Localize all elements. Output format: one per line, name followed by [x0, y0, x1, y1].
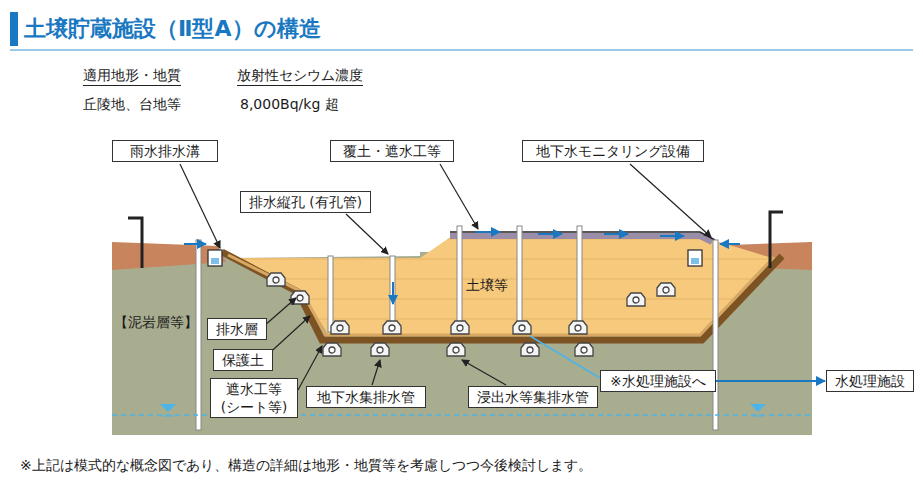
rain-ditch — [208, 250, 222, 266]
callout-text: 排水縦孔 (有孔管) — [247, 193, 364, 211]
connector-arrow — [716, 380, 825, 382]
monitoring-well — [713, 240, 718, 430]
leader-line — [530, 336, 600, 378]
topsoil — [112, 242, 226, 270]
fence-post — [128, 218, 142, 268]
title-rule — [10, 49, 913, 51]
callout-text: 遮水工等 (シート等) — [217, 380, 291, 416]
caption: ※上記は模式的な概念図であり、構造の詳細は地形・地質等を考慮しつつ今後検討します… — [20, 456, 592, 474]
callout-box: 浸出水等集排水管 — [468, 386, 598, 408]
callout-box: 水処理施設 — [826, 370, 914, 392]
collection-drains — [267, 273, 675, 356]
title: 土壌貯蔵施設（Ⅱ型A）の構造 — [24, 13, 321, 45]
callout-text: 地下水モニタリング設備 — [529, 142, 697, 160]
callout-text: 排水層 — [214, 320, 260, 338]
callout-text: 水処理施設 — [833, 372, 907, 390]
callout-box: 地下水集排水管 — [306, 386, 426, 408]
leader-lines — [180, 164, 711, 390]
callout-box: ※水処理施設へ — [600, 370, 716, 392]
plain-label: 【泥岩層等】 — [114, 313, 198, 331]
callout-box: 保護土 — [213, 349, 273, 371]
callout-text: 雨水排水溝 — [119, 142, 211, 160]
callout-box: 遮水工等 (シート等) — [210, 378, 298, 418]
callout-box: 排水縦孔 (有孔管) — [240, 191, 371, 213]
callout-box: 覆土・遮水工等 — [330, 140, 454, 162]
plain-label: 放射性セシウム濃度 — [237, 66, 363, 86]
callout-box: 雨水排水溝 — [112, 140, 218, 162]
callout-box: 地下水モニタリング設備 — [522, 140, 704, 162]
fence-post — [770, 212, 783, 268]
plain-label: 土壌等 — [466, 276, 508, 294]
rain-ditch — [688, 250, 702, 266]
callout-box: 排水層 — [207, 318, 267, 340]
callout-text: 地下水集排水管 — [313, 388, 419, 406]
callout-text: 浸出水等集排水管 — [475, 388, 591, 406]
callout-text: 保護土 — [220, 351, 266, 369]
title-bar — [10, 12, 18, 46]
plain-label: 適用地形・地質 — [83, 66, 181, 86]
plain-label: 8,000Bq/kg 超 — [240, 95, 339, 113]
callout-text: ※水処理施設へ — [607, 372, 709, 390]
drain-pipes — [328, 226, 582, 332]
monitoring-well — [196, 240, 201, 430]
plain-label: 丘陵地、台地等 — [83, 95, 181, 113]
callout-text: 覆土・遮水工等 — [337, 142, 447, 160]
flow-arrows — [184, 232, 740, 304]
